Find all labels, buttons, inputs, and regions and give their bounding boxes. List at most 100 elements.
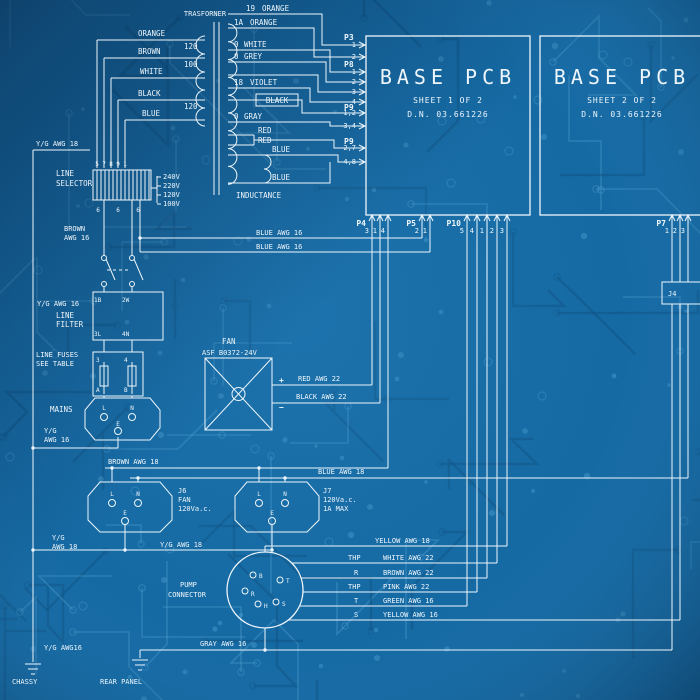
p3-pin-1: 1 — [352, 41, 356, 49]
sec-blue-1: BLUE — [272, 145, 291, 154]
switch-contact — [129, 255, 135, 261]
base-pcb-1-title: BASE PCB — [380, 65, 516, 89]
wire-label-yg16-filter: Y/G AWG 16 — [37, 300, 79, 308]
wire-label-brown16-1: BROWN — [64, 225, 85, 233]
line-selector-block — [92, 169, 152, 201]
primary-tap-100: 100 — [184, 60, 198, 69]
wire-label-black22: BLACK AWG 22 — [296, 393, 347, 401]
primary-wire-white: WHITE — [140, 67, 163, 76]
j7-line3: 1A MAX — [323, 505, 349, 513]
j6-outlet-shell — [87, 481, 173, 533]
p8-pin-1: 1 — [352, 68, 356, 76]
wire-label-yellow18: YELLOW AWG 18 — [375, 537, 430, 545]
pump-wire-pin-t: T — [354, 597, 359, 605]
wire-label-yg18-left-1: Y/G — [52, 534, 65, 542]
outlet-feed-wires — [33, 467, 688, 551]
j4-connector-box — [661, 281, 700, 305]
sec-r7-num: 0 — [234, 112, 239, 121]
selector-pin-5: 5 — [95, 161, 99, 168]
fuse-pin-4: 4 — [124, 357, 128, 364]
sec-r7-color: GRAY — [244, 112, 263, 121]
switch-contact — [101, 281, 107, 287]
primary-wire-orange: ORANGE — [138, 29, 166, 38]
pump-label-2: CONNECTOR — [168, 591, 207, 599]
switch-contact — [129, 281, 135, 287]
wire-label-yg18-mid: Y/G AWG 18 — [160, 541, 202, 549]
wire-label-red22: RED AWG 22 — [298, 375, 340, 383]
fuse-pin-3: 3 — [96, 357, 100, 364]
p9a-pin-34: 3,4 — [343, 122, 356, 130]
mains-pin-n — [128, 413, 136, 421]
sec-r0-num: 19 — [246, 4, 255, 13]
base-pcb-sheet1-block — [365, 35, 531, 216]
pump-wire-pin-r: R — [354, 569, 359, 577]
base-pcb-2-dn: D.N. 03.661226 — [581, 110, 662, 119]
selector-pin-b3: 6 — [136, 207, 140, 214]
primary-wire-black: BLACK — [138, 89, 161, 98]
j7-pin-l — [255, 499, 263, 507]
sec-r1-num: 1A — [234, 18, 244, 27]
p7-pin-3: 3 — [681, 227, 685, 235]
p5-pin-1: 1 — [423, 227, 427, 235]
mains-pin-e — [114, 427, 122, 435]
filter-pin-4n: 4N — [122, 331, 130, 338]
sec-r3-num: 0 — [234, 52, 239, 61]
filter-pin-2w: 2W — [122, 297, 130, 304]
wire-label-blue16-2: BLUE AWG 16 — [256, 243, 302, 251]
wire-label-brown22: BROWN AWG 22 — [383, 569, 434, 577]
pump-pin-b — [249, 571, 257, 579]
pump-label-1: PUMP — [180, 581, 197, 589]
fan-plus-sign: + — [279, 376, 284, 385]
j7-pin-e — [268, 517, 276, 525]
switch-blades — [105, 258, 144, 281]
selector-pin-9: 9 — [116, 161, 120, 168]
primary-tap-120a: 120 — [184, 42, 198, 51]
pump-pin-letter-r: R — [251, 591, 255, 598]
selector-pin-8: 8 — [109, 161, 113, 168]
j7-pin-n — [281, 499, 289, 507]
j6-pin-e — [121, 517, 129, 525]
p4-pin-4: 4 — [381, 227, 385, 235]
gray-wire-and-rear-ground — [132, 649, 672, 671]
line-filter-label-2: FILTER — [56, 320, 84, 329]
voltage-220: 220V — [163, 182, 181, 190]
conn-label-p4: P4 — [356, 219, 366, 228]
voltage-240: 240V — [163, 173, 181, 181]
line-selector-label-2: SELECTOR — [56, 179, 93, 188]
sec-r3-color: GREY — [244, 52, 263, 61]
sec-r0-color: ORANGE — [262, 4, 290, 13]
primary-tap-120b: 120 — [184, 102, 198, 111]
p10-pin-1: 1 — [480, 227, 484, 235]
j7-line2: 120Va.c. — [323, 496, 357, 504]
filter-pin-1b: 1B — [94, 297, 102, 304]
sec-r5-color: VIOLET — [250, 78, 278, 87]
pcb-bottom-pin-wires — [371, 215, 689, 650]
power-chain-wires — [33, 200, 430, 449]
mains-inlet-shell — [84, 397, 161, 441]
sec-r1-color: ORANGE — [250, 18, 278, 27]
switch-contact — [101, 255, 107, 261]
p10-pin-3: 3 — [500, 227, 504, 235]
selector-pin-1: 1 — [123, 161, 127, 168]
p8-pin-3: 3 — [352, 88, 356, 96]
sec-r2-num: 0 — [234, 40, 239, 49]
wire-label-brown18: BROWN AWG 18 — [108, 458, 159, 466]
pump-wire-pin-s: S — [354, 611, 358, 619]
sec-red-2: RED — [258, 136, 272, 145]
wire-label-yg16-bottom: Y/G AWG16 — [44, 644, 82, 652]
mains-letter-l: L — [102, 405, 106, 412]
pump-wire-pin-thp2: THP — [348, 583, 361, 591]
conn-label-p3: P3 — [344, 33, 354, 42]
p8-pin-2: 2 — [352, 78, 356, 86]
j7-name: J7 — [323, 487, 331, 495]
line-selector-hatch — [96, 170, 150, 200]
pump-pin-letter-b: B — [259, 573, 263, 580]
selector-pin-7: 7 — [102, 161, 106, 168]
p10-pin-5: 5 — [460, 227, 464, 235]
transformer-symbol — [195, 22, 238, 195]
j7-letter-e: E — [270, 510, 274, 517]
wire-label-green16: GREEN AWG 16 — [383, 597, 434, 605]
mains-letter-n: N — [130, 405, 134, 412]
base-pcb-1-dn: D.N. 03.661226 — [407, 110, 488, 119]
